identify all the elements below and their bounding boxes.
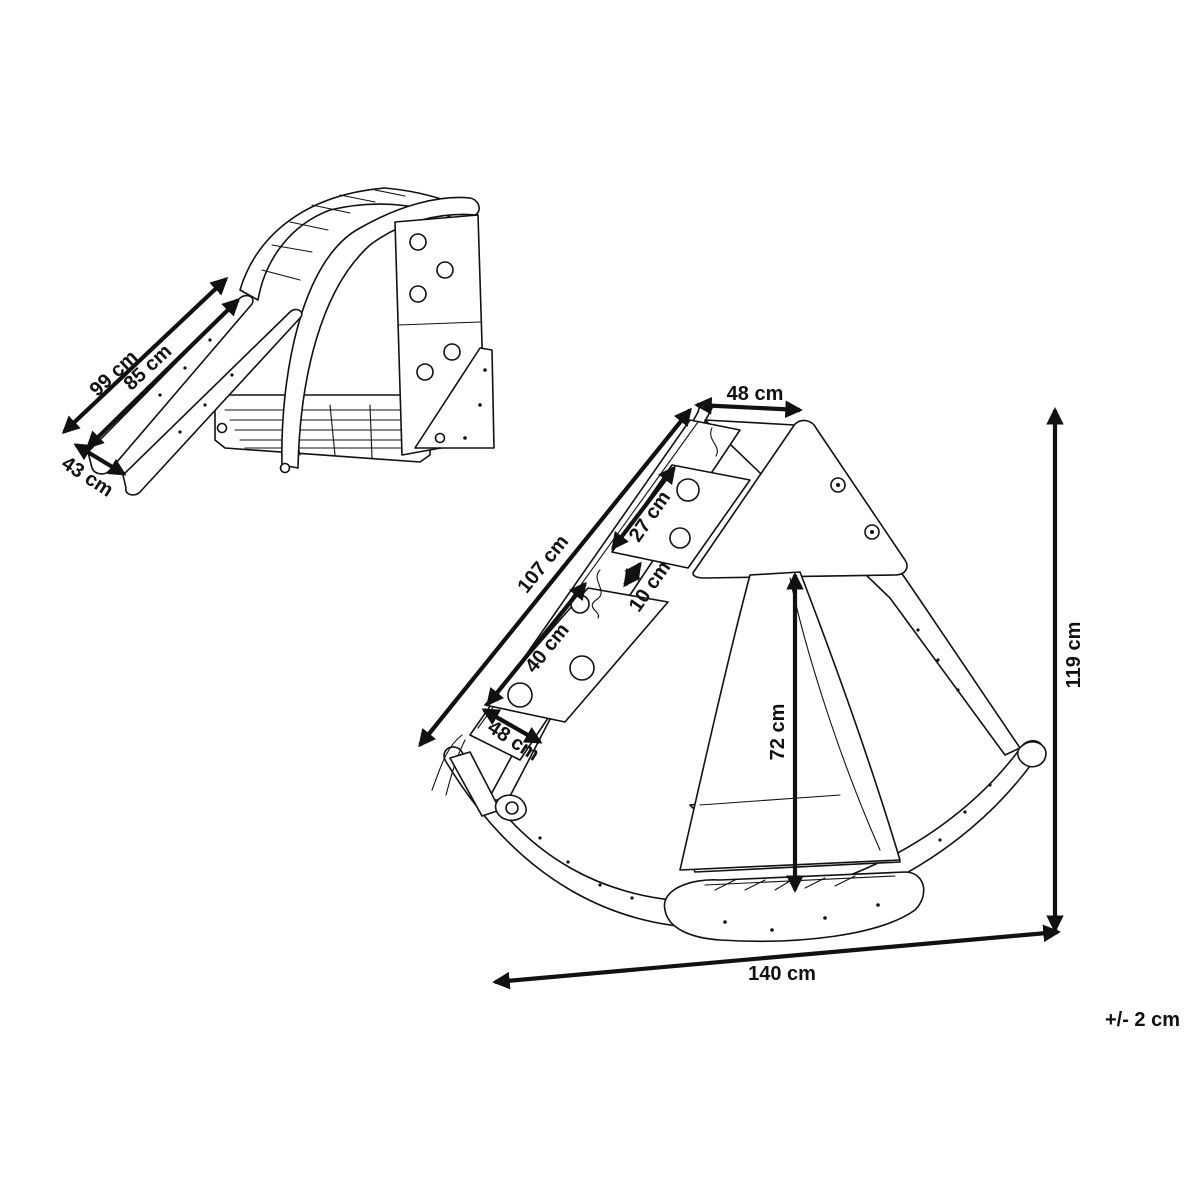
dim-line-140 <box>492 924 1061 990</box>
flower-bolt-icon <box>864 524 880 540</box>
label-140: 140 cm <box>748 963 816 985</box>
dim-line-85 <box>85 297 241 450</box>
dimension-lines <box>61 276 1064 990</box>
tolerance-note: +/- 2 cm <box>1105 1009 1180 1031</box>
large-assembly-drawing <box>431 404 1047 942</box>
dim-line-48-top <box>694 396 803 419</box>
flower-bolt-icon <box>505 801 519 815</box>
dim-line-10 <box>623 561 642 588</box>
dim-line-43 <box>73 443 127 476</box>
dim-line-27 <box>611 465 676 551</box>
small-assembly-drawing <box>87 187 495 496</box>
label-72: 72 cm <box>767 704 789 761</box>
label-119: 119 cm <box>1063 622 1085 689</box>
flower-bolt-icon <box>830 477 846 493</box>
dim-line-40 <box>486 581 587 707</box>
label-48-top: 48 cm <box>727 383 784 405</box>
dim-line-48-bottom <box>481 708 543 744</box>
